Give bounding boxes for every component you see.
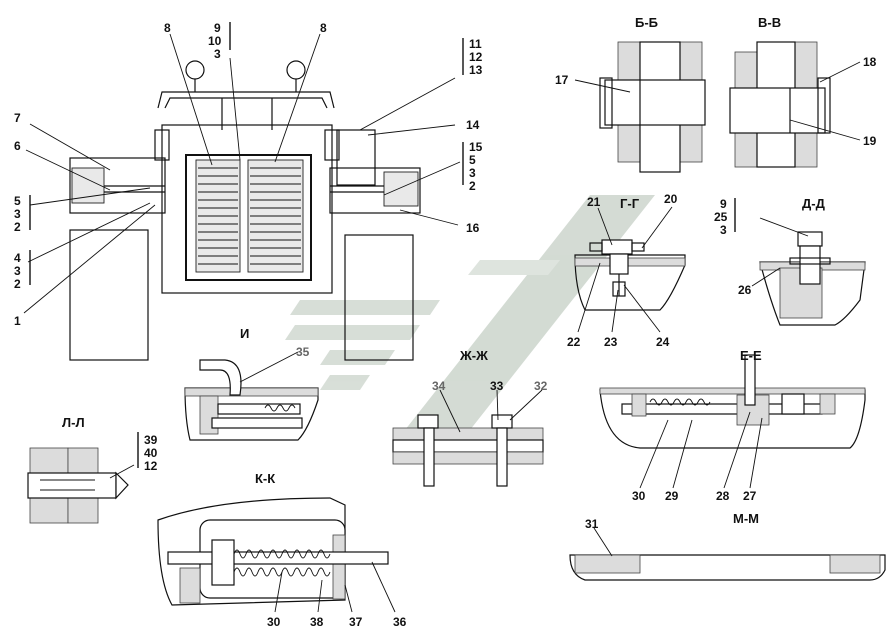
callout-27: 27 bbox=[743, 489, 757, 503]
callout-12: 12 bbox=[144, 459, 158, 473]
callout-32: 32 bbox=[534, 379, 548, 393]
main-leaders bbox=[23, 33, 461, 314]
callout-14: 14 bbox=[466, 118, 480, 132]
callout-2: 2 bbox=[469, 179, 476, 193]
section-label-ll: Л-Л bbox=[62, 415, 85, 430]
main-view bbox=[69, 60, 421, 361]
callout-6: 6 bbox=[14, 139, 21, 153]
section-ll-drawing bbox=[27, 447, 129, 524]
callout-38: 38 bbox=[310, 615, 324, 629]
section-i-drawing bbox=[184, 359, 319, 441]
callout-31: 31 bbox=[585, 517, 599, 531]
zhzh-leaders bbox=[439, 389, 543, 433]
section-gg-drawing bbox=[574, 239, 686, 311]
section-label-i: И bbox=[240, 326, 249, 341]
section-ee-drawing bbox=[599, 354, 866, 449]
callout-group-bars bbox=[29, 22, 736, 468]
section-mm-drawing bbox=[569, 554, 886, 581]
callout-5: 5 bbox=[14, 194, 21, 208]
callout-39: 39 bbox=[144, 433, 158, 447]
mm-leaders bbox=[593, 527, 613, 557]
callout-20: 20 bbox=[664, 192, 678, 206]
callout-36: 36 bbox=[393, 615, 407, 629]
section-label-mm: М-М bbox=[733, 511, 759, 526]
gg-leaders bbox=[577, 206, 673, 333]
callout-3: 3 bbox=[14, 264, 21, 278]
section-label-gg: Г-Г bbox=[620, 196, 640, 211]
callout-34: 34 bbox=[432, 379, 446, 393]
callout-28: 28 bbox=[716, 489, 730, 503]
section-label-ee: Е-Е bbox=[740, 348, 762, 363]
callout-5: 5 bbox=[469, 153, 476, 167]
callout-17: 17 bbox=[555, 73, 569, 87]
callout-19: 19 bbox=[863, 134, 877, 148]
callout-37: 37 bbox=[349, 615, 363, 629]
callout-3: 3 bbox=[14, 207, 21, 221]
callout-9: 9 bbox=[720, 197, 727, 211]
callout-26: 26 bbox=[738, 283, 752, 297]
callout-25: 25 bbox=[714, 210, 728, 224]
section-label-dd: Д-Д bbox=[802, 196, 826, 211]
callout-30: 30 bbox=[267, 615, 281, 629]
callout-3: 3 bbox=[720, 223, 727, 237]
callout-22: 22 bbox=[567, 335, 581, 349]
callout-2: 2 bbox=[14, 220, 21, 234]
callout-15: 15 bbox=[469, 140, 483, 154]
callout-35: 35 bbox=[296, 345, 310, 359]
callout-24: 24 bbox=[656, 335, 670, 349]
callout-21: 21 bbox=[587, 195, 601, 209]
callout-1: 1 bbox=[14, 314, 21, 328]
callout-3: 3 bbox=[469, 166, 476, 180]
section-dd-drawing bbox=[759, 231, 866, 326]
section-label-bb: Б-Б bbox=[635, 15, 658, 30]
i-leaders bbox=[239, 351, 299, 383]
callout-16: 16 bbox=[466, 221, 480, 235]
callout-10: 10 bbox=[208, 34, 222, 48]
section-vv-drawing bbox=[729, 41, 831, 168]
dd-leaders bbox=[751, 217, 809, 287]
callout-18: 18 bbox=[863, 55, 877, 69]
callout-12: 12 bbox=[469, 50, 483, 64]
section-kk-drawing bbox=[157, 497, 389, 606]
section-label-zhzh: Ж-Ж bbox=[459, 348, 488, 363]
callout-8: 8 bbox=[320, 21, 327, 35]
callout-9: 9 bbox=[214, 21, 221, 35]
section-label-kk: К-К bbox=[255, 471, 275, 486]
callout-40: 40 bbox=[144, 446, 158, 460]
callout-7: 7 bbox=[14, 111, 21, 125]
section-label-vv: В-В bbox=[758, 15, 781, 30]
callout-33: 33 bbox=[490, 379, 504, 393]
section-zhzh-drawing bbox=[392, 414, 544, 487]
callout-4: 4 bbox=[14, 251, 21, 265]
callout-11: 11 bbox=[469, 37, 482, 51]
callout-23: 23 bbox=[604, 335, 618, 349]
section-bb-drawing bbox=[599, 41, 706, 173]
bbvv-leaders bbox=[574, 61, 861, 141]
callout-8: 8 bbox=[164, 21, 171, 35]
ll-leaders bbox=[109, 464, 135, 479]
ee-leaders bbox=[639, 411, 763, 489]
callout-30: 30 bbox=[632, 489, 646, 503]
callout-2: 2 bbox=[14, 277, 21, 291]
kk-leaders bbox=[274, 561, 396, 613]
callout-29: 29 bbox=[665, 489, 679, 503]
callout-13: 13 bbox=[469, 63, 483, 77]
watermark-logo bbox=[285, 195, 655, 430]
callout-3: 3 bbox=[214, 47, 221, 61]
